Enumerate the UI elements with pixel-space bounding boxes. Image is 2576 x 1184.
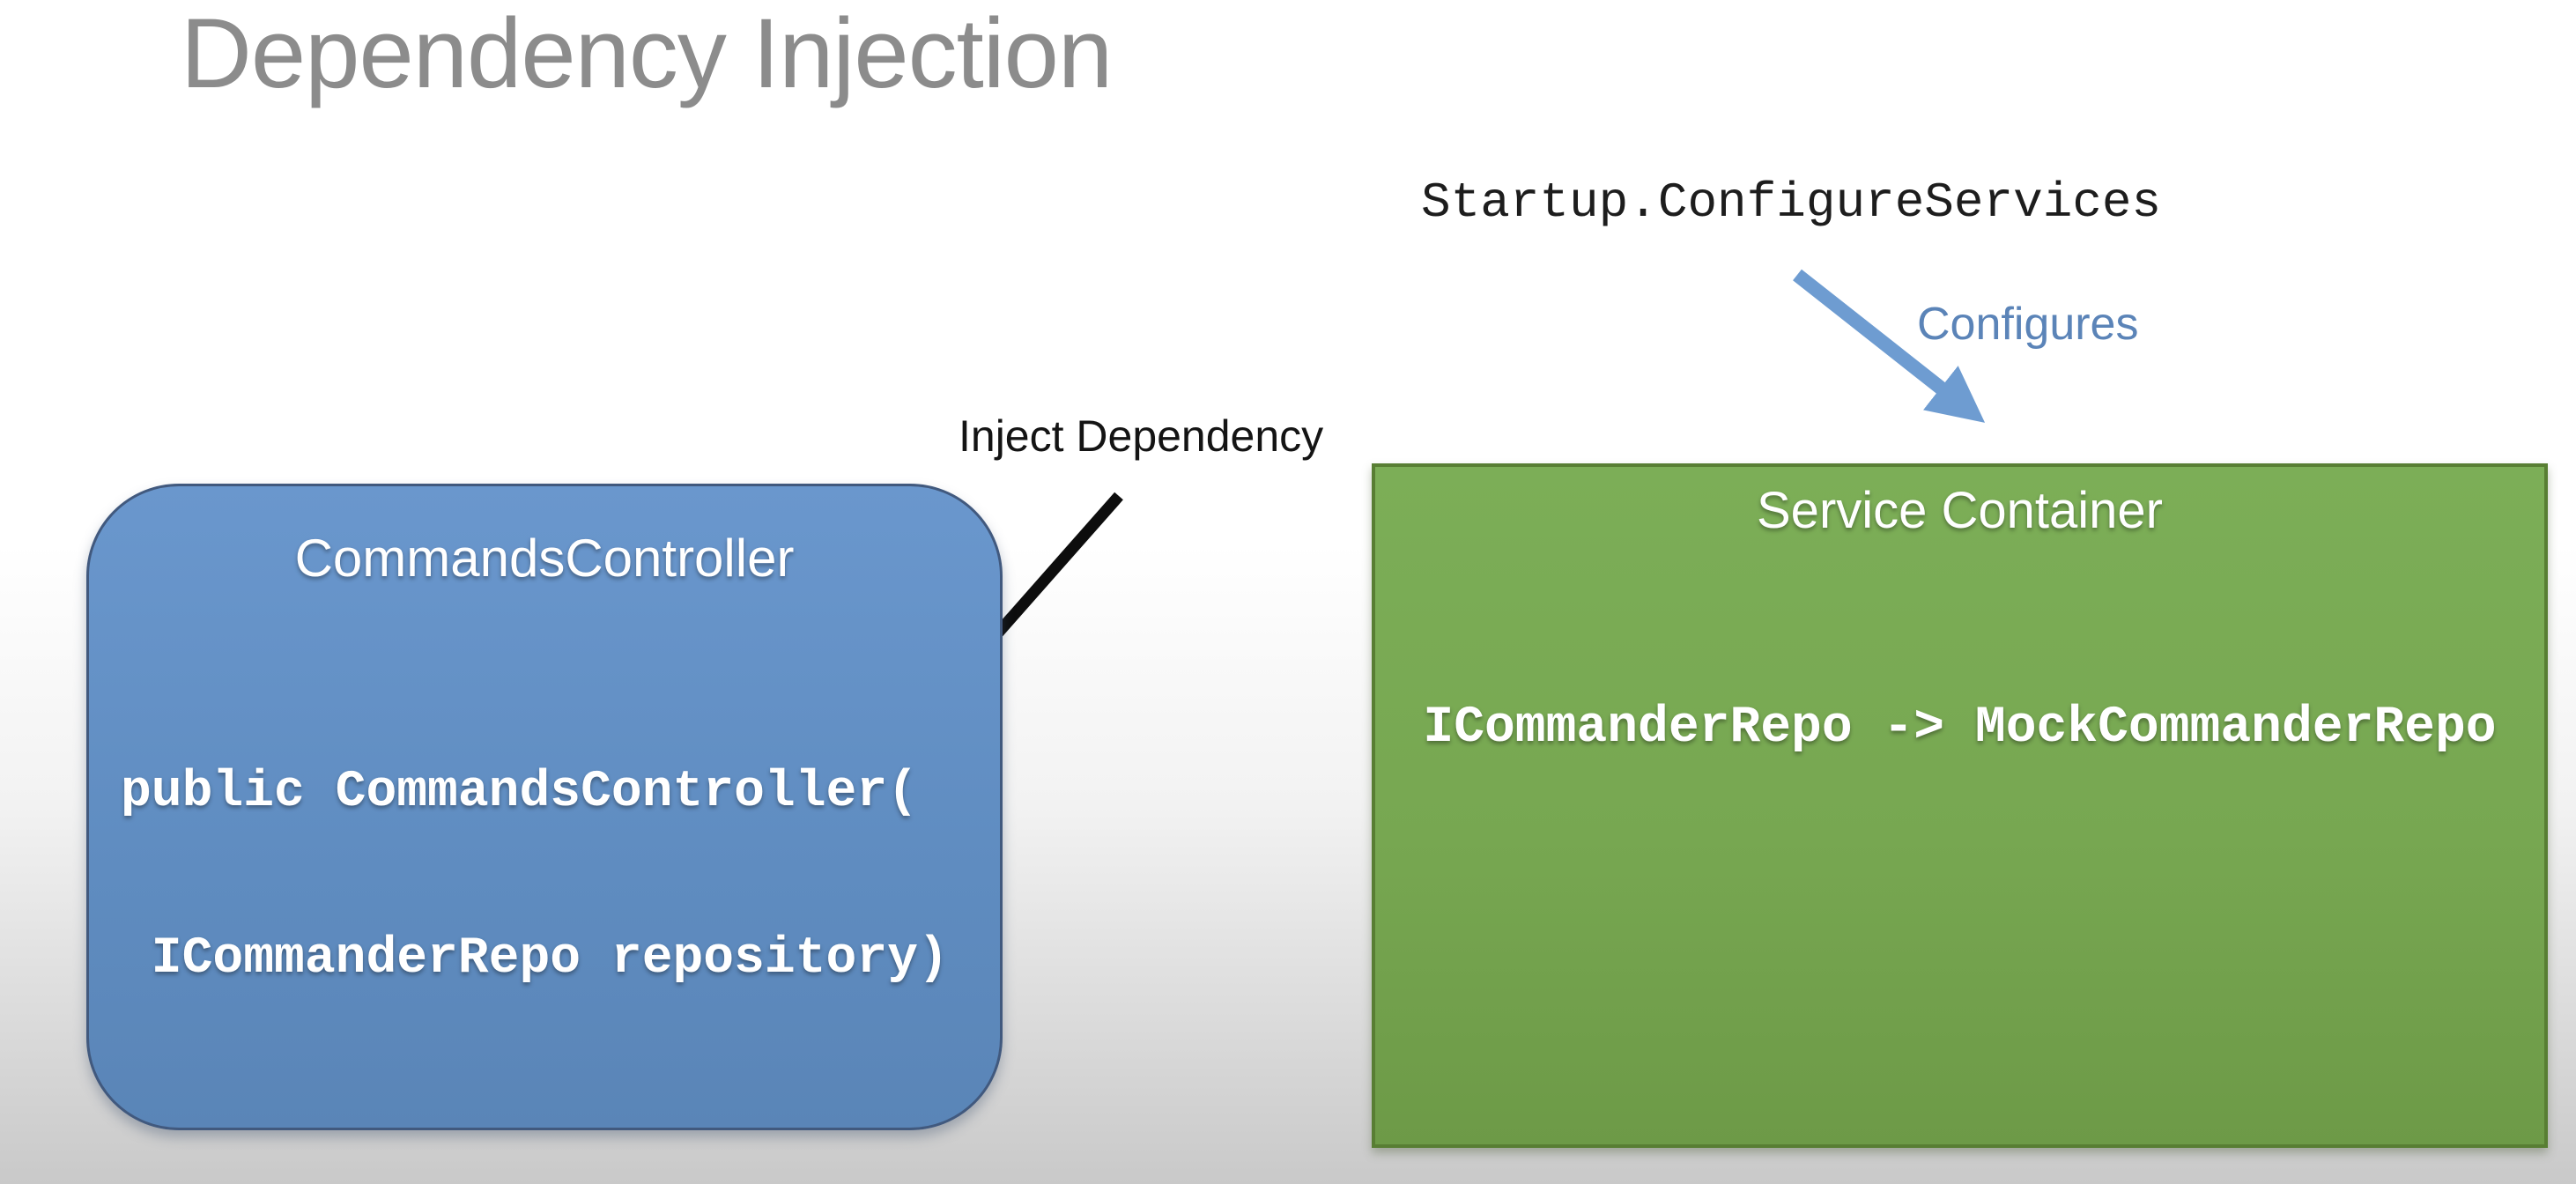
service-container-title: Service Container [1757,482,2163,539]
constructor-code-block: public CommandsController( ICommanderRep… [121,654,949,1098]
commands-controller-box: CommandsController public CommandsContro… [86,484,1003,1130]
inject-dependency-label: Inject Dependency [959,411,1324,461]
code-line-1: public CommandsController( [121,764,918,821]
service-container-box: Service Container ICommanderRepo -> Mock… [1372,463,2548,1148]
startup-configureservices-label: Startup.ConfigureServices [1421,174,2162,231]
code-line-2: ICommanderRepo repository) [121,930,949,988]
repo-mapping-text: ICommanderRepo -> MockCommanderRepo [1423,699,2497,757]
page-title: Dependency Injection [181,0,1113,108]
commands-controller-title: CommandsController [294,529,795,588]
configures-label: Configures [1917,299,2139,350]
